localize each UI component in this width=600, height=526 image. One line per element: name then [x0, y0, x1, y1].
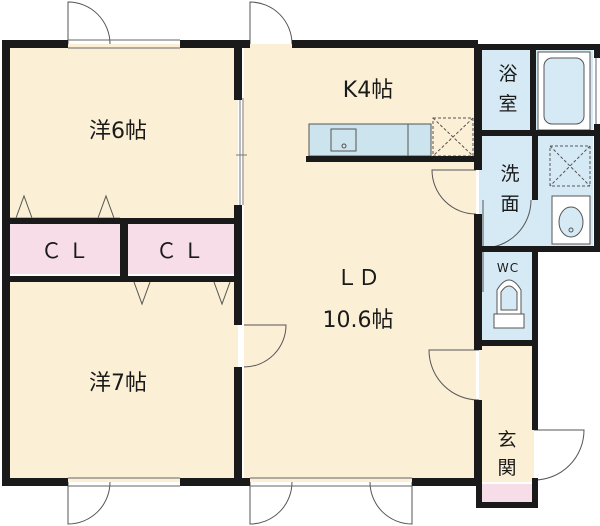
- window-door-top-left: [67, 1, 111, 45]
- label-closet-right: ＣＬ: [156, 239, 210, 263]
- washbasin: [551, 195, 591, 245]
- closet-right-floor: [128, 224, 234, 274]
- label-western-6: 洋6帖: [89, 119, 147, 144]
- entrance-front-door: [533, 429, 585, 481]
- closet-left-floor: [10, 224, 120, 274]
- entrance-mat: [481, 484, 533, 504]
- door-ld-to-washroom: [431, 169, 477, 215]
- window-bottom-right: [369, 481, 413, 525]
- label-kitchen: K4帖: [343, 78, 393, 103]
- fixtures: [236, 51, 591, 329]
- label-entrance-1: 玄: [497, 429, 516, 451]
- toilet-bowl: [493, 279, 525, 329]
- floors: [6, 44, 593, 504]
- door-ld-to-room7: [243, 324, 287, 368]
- label-entrance-2: 関: [497, 457, 516, 479]
- label-western-7: 洋7帖: [89, 371, 147, 396]
- entry-door-top: [249, 1, 293, 45]
- label-ld-size: 10.6帖: [323, 308, 394, 333]
- room-labels: 洋6帖 洋7帖 K4帖 ＬＤ 10.6帖 ＣＬ ＣＬ 浴 室 洗 面 WC 玄 …: [41, 63, 520, 479]
- label-closet-left: ＣＬ: [41, 239, 95, 263]
- western-room-7-floor: [6, 282, 238, 482]
- kitchen-counter: [308, 123, 432, 157]
- windows: [68, 39, 597, 487]
- label-washroom-2: 面: [500, 193, 519, 215]
- living-dining-floor: [244, 164, 476, 482]
- door-ld-to-entrance: [428, 349, 480, 401]
- door-swings: [67, 1, 585, 525]
- entrance-floor: [479, 345, 534, 482]
- washing-machine-space: [549, 145, 591, 187]
- kitchen-sink: [330, 128, 357, 152]
- label-washroom-1: 洗: [500, 163, 519, 185]
- window-bottom-mid: [249, 481, 293, 525]
- walls: [2, 40, 600, 508]
- bathtub: [537, 51, 591, 131]
- label-bath-1: 浴: [498, 63, 517, 85]
- label-toilet: WC: [497, 261, 519, 275]
- western-room-6-floor: [6, 44, 238, 220]
- label-bath-2: 室: [498, 93, 517, 115]
- label-ld-name: ＬＤ: [336, 266, 380, 291]
- window-bottom-left: [67, 481, 111, 525]
